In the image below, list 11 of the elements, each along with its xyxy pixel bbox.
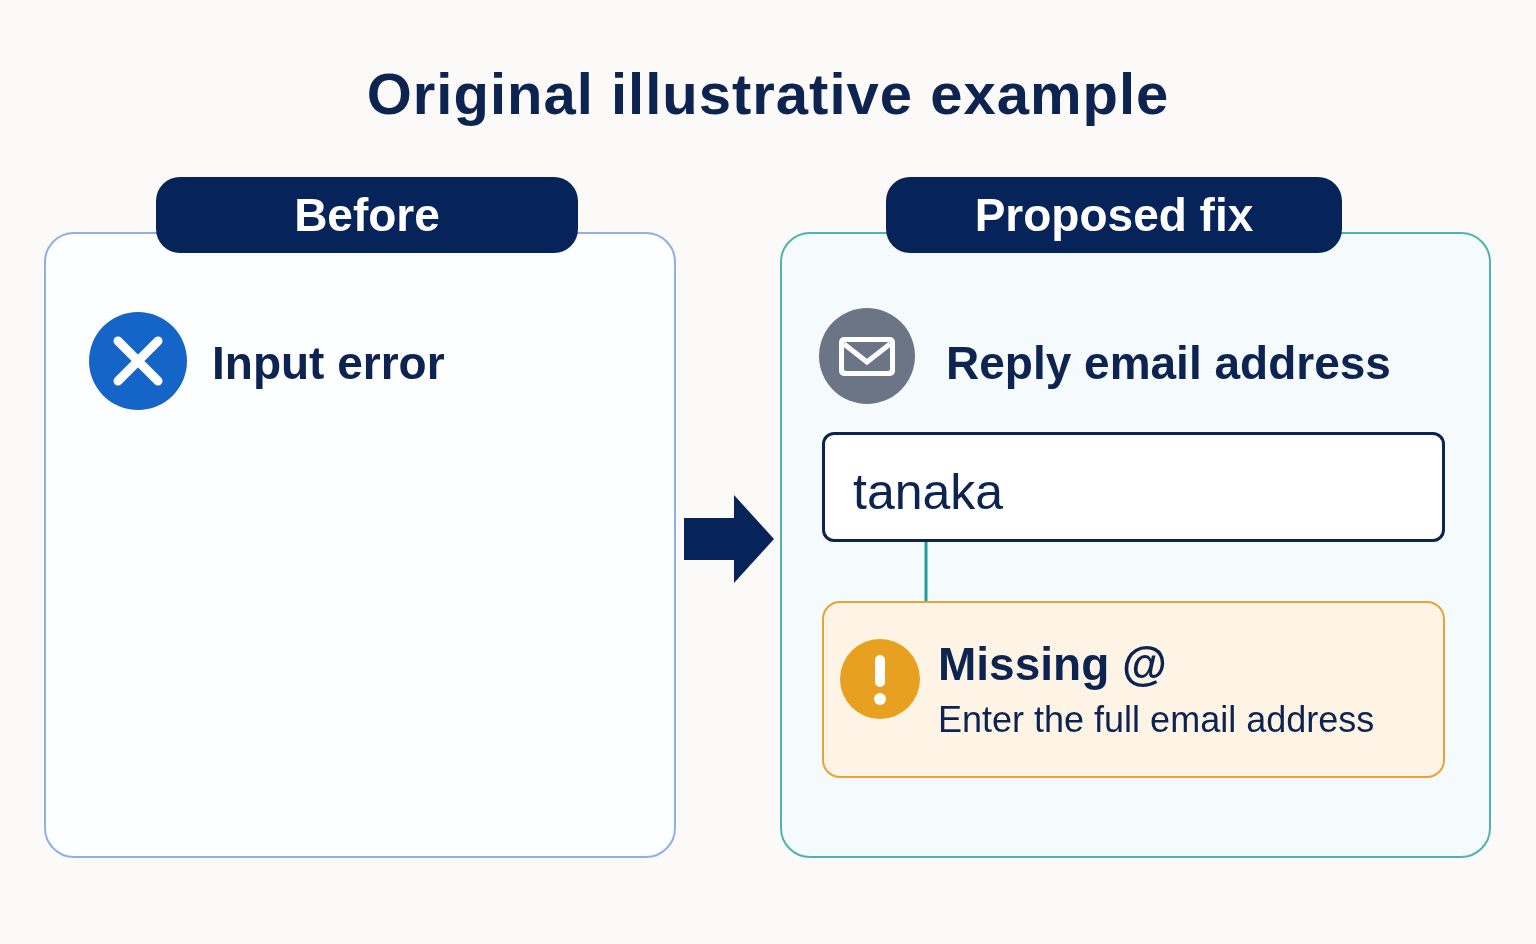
title: Original illustrative example: [365, 60, 1171, 127]
alert-card: [822, 601, 1445, 778]
alert-message: Enter the full email address: [938, 699, 1375, 741]
heading-tab: Before: [156, 177, 578, 253]
alert-heading: Missing @: [938, 637, 1167, 691]
heading-tab: Proposed fix: [886, 177, 1342, 253]
heading-label: Input error: [212, 336, 445, 390]
input-field: tanaka: [822, 432, 1445, 542]
heading-label: Reply email address: [946, 336, 1391, 390]
block-arrow: [684, 495, 774, 583]
connector-line: [924, 542, 928, 601]
